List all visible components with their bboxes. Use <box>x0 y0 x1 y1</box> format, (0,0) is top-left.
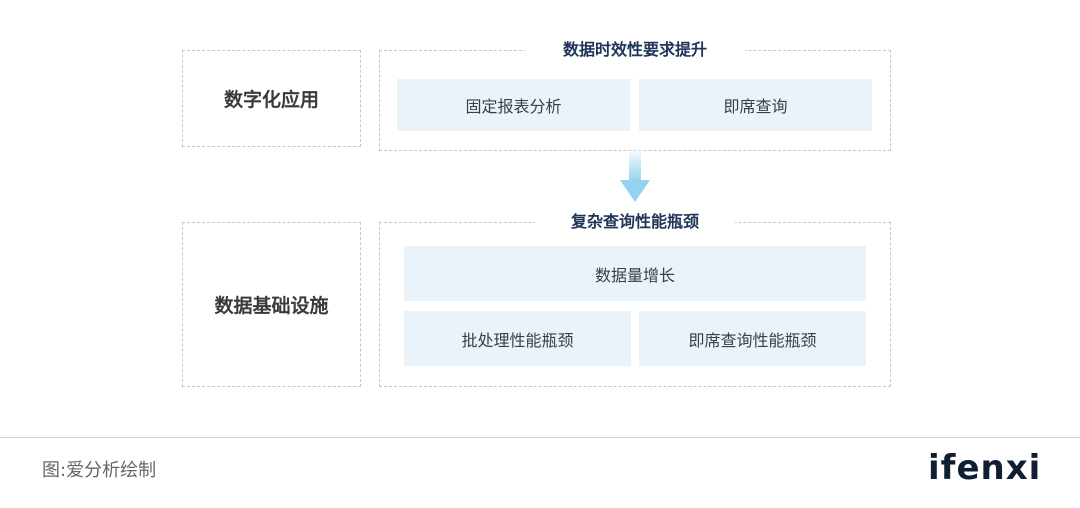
bottom-layer-label: 数据基础设施 <box>214 295 329 317</box>
top-cell-fixed-report: 固定报表分析 <box>397 79 630 131</box>
top-layer-label-box: 数字化应用 <box>182 50 361 147</box>
down-arrow-icon <box>618 142 652 204</box>
bottom-layer-label-box: 数据基础设施 <box>182 222 361 387</box>
bottom-cell-batch-bottleneck: 批处理性能瓶颈 <box>404 311 631 366</box>
brand-logo: ifenxi <box>928 448 1040 492</box>
top-cell-adhoc-query: 即席查询 <box>639 79 872 131</box>
bottom-layer-title: 复杂查询性能瓶颈 <box>535 211 735 233</box>
bottom-cell-data-growth: 数据量增长 <box>404 246 866 301</box>
top-layer-title: 数据时效性要求提升 <box>525 39 745 61</box>
top-layer-label: 数字化应用 <box>223 89 319 111</box>
brand-logo-text: ifenxi <box>928 448 1042 488</box>
source-caption: 图:爱分析绘制 <box>42 460 157 481</box>
bottom-cell-adhoc-bottleneck: 即席查询性能瓶颈 <box>639 311 866 366</box>
footer-divider <box>0 437 1080 438</box>
